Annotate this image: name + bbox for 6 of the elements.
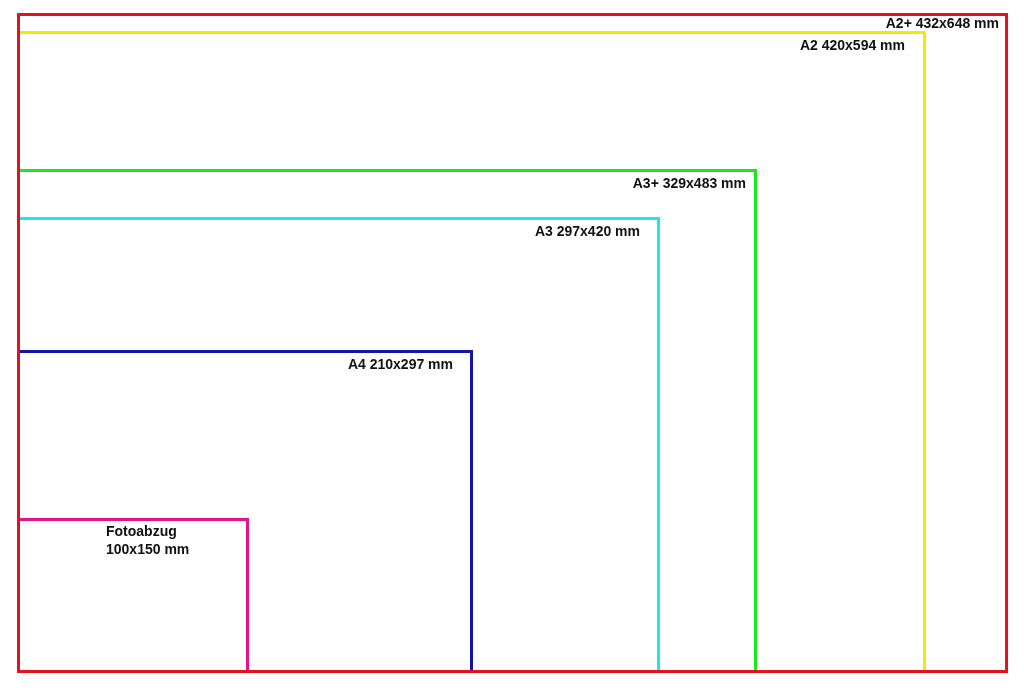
size-label: A3 297x420 mm: [534, 222, 640, 240]
size-label: A2 420x594 mm: [799, 36, 905, 54]
size-label: A2+ 432x648 mm: [885, 15, 999, 31]
size-label: A3+ 329x483 mm: [632, 174, 746, 192]
size-label: A4 210x297 mm: [347, 355, 453, 373]
size-label: Fotoabzug 100x150 mm: [106, 522, 191, 558]
